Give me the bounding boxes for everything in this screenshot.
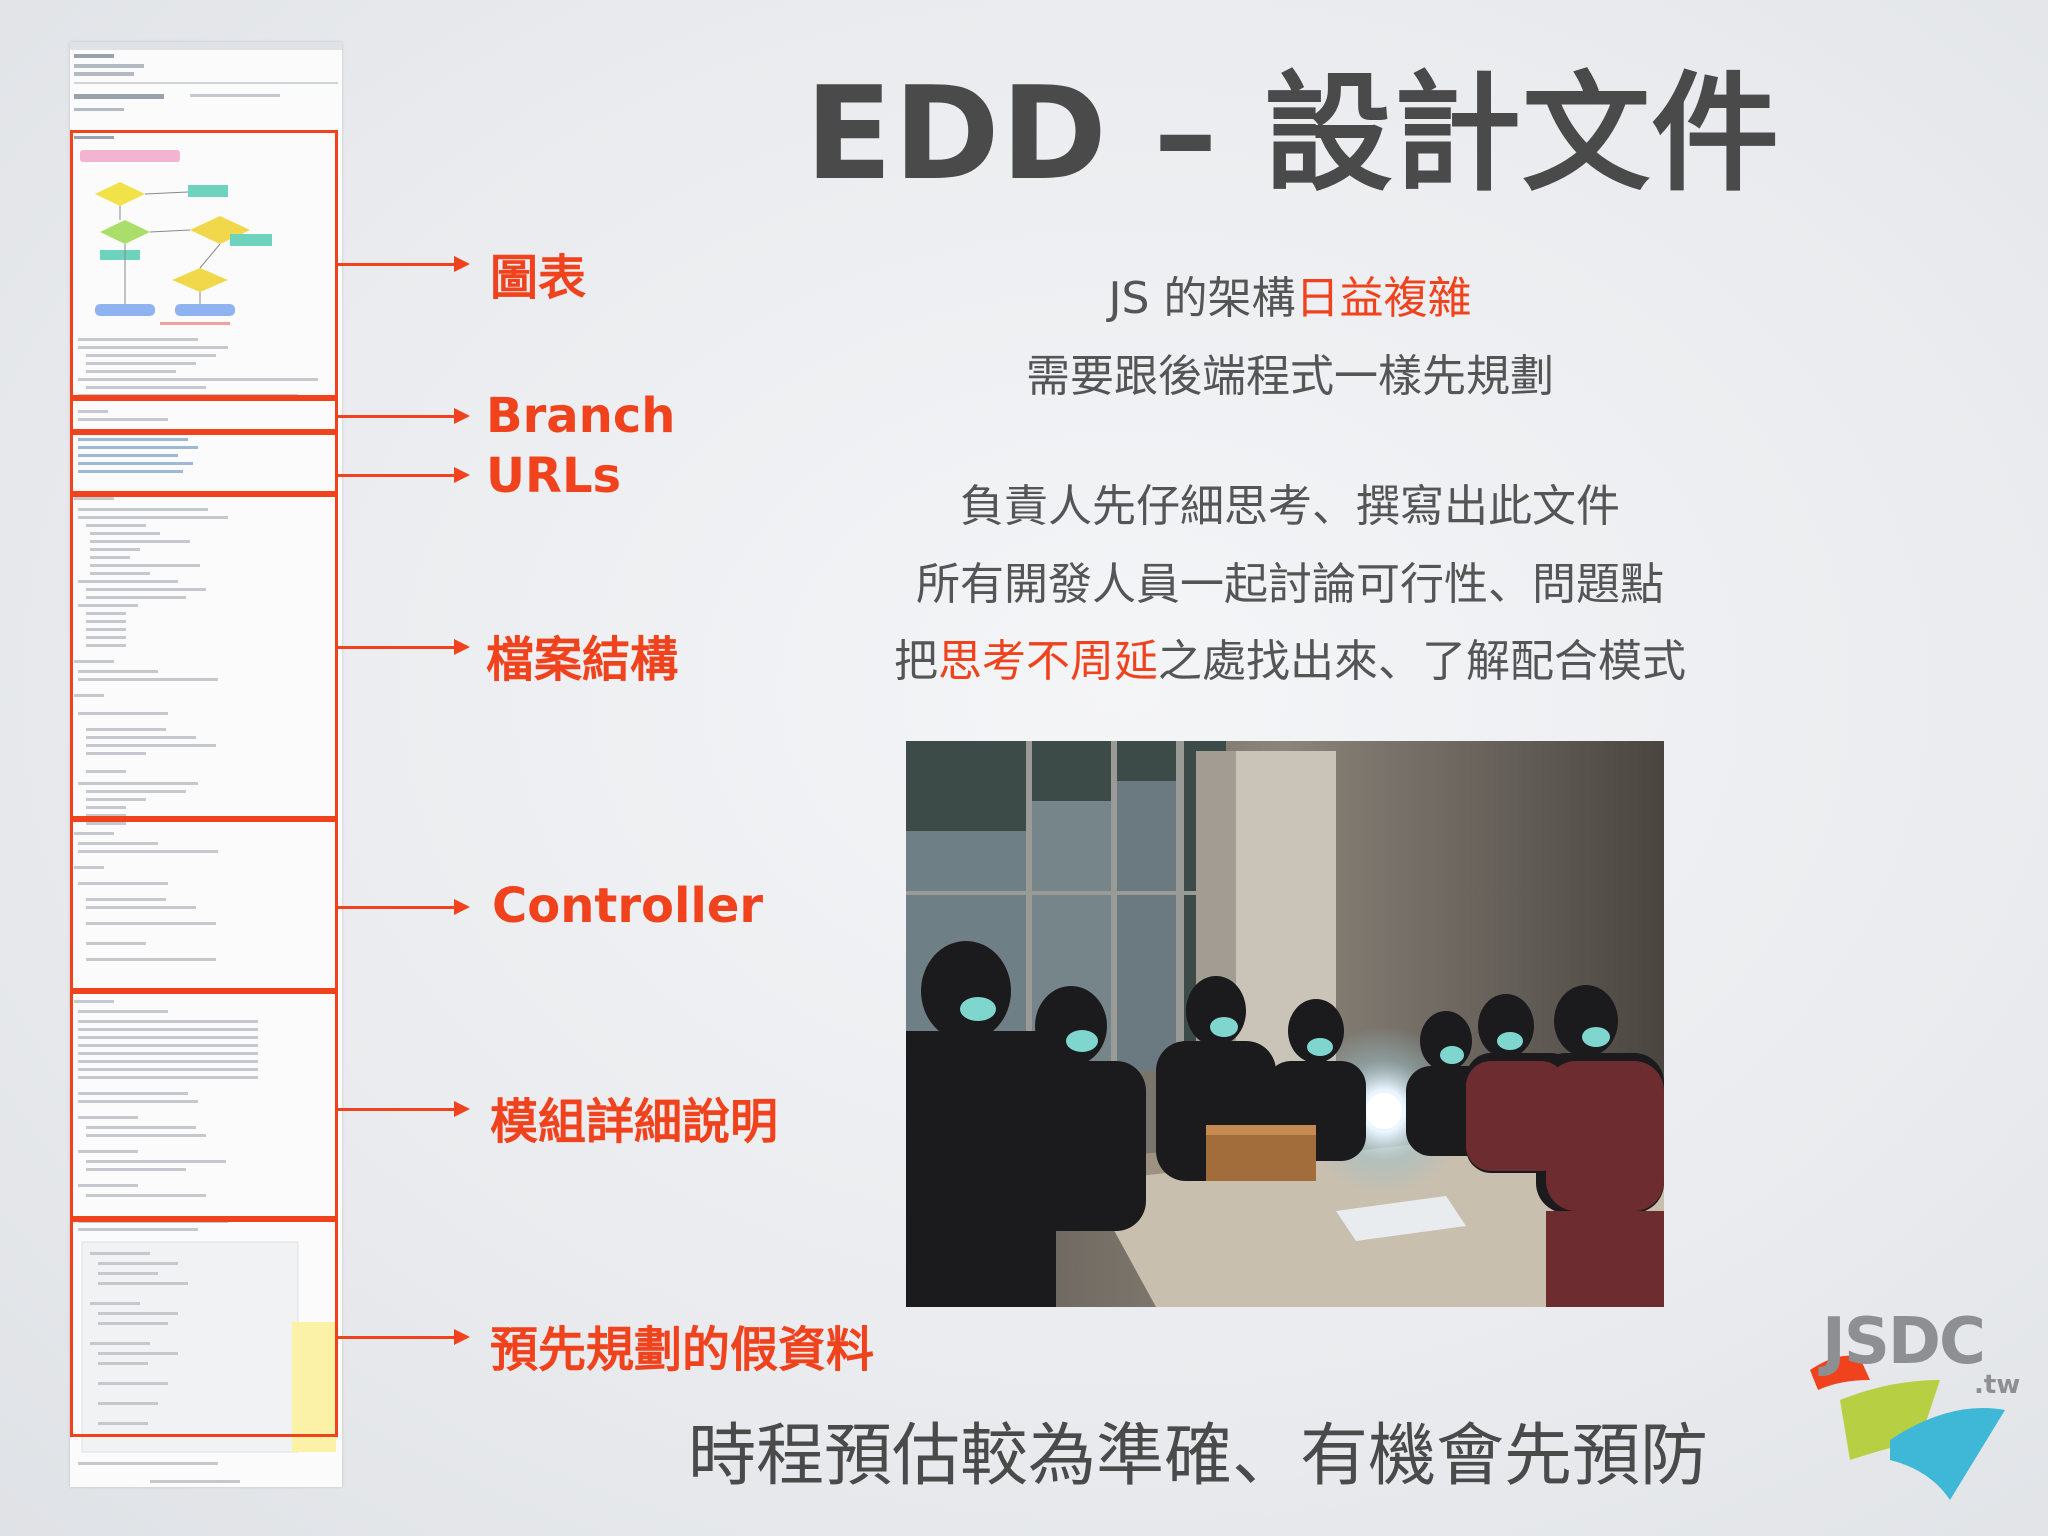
- label-controller: Controller: [492, 878, 764, 934]
- section-box-file-structure: [70, 494, 338, 819]
- arrow-controller: [338, 899, 470, 915]
- label-urls: URLs: [486, 448, 622, 504]
- section-box-diagram: [70, 130, 338, 398]
- body-line-2: 需要跟後端程式一樣先規劃: [1026, 351, 1554, 402]
- body-line-5-pre: 把: [894, 636, 938, 687]
- section-box-controller: [70, 819, 338, 991]
- section-box-branch: [70, 398, 338, 432]
- body-line-5-highlight: 思考不周延: [938, 636, 1158, 687]
- body-line-1-text: JS 的架構: [1108, 273, 1296, 324]
- label-branch: Branch: [486, 388, 676, 444]
- label-diagram: 圖表: [490, 250, 587, 306]
- arrow-file-structure: [338, 639, 470, 655]
- label-modules: 模組詳細說明: [490, 1094, 779, 1150]
- section-box-fake-data: [70, 1219, 338, 1437]
- body-line-5: 把思考不周延之處找出來、了解配合模式: [820, 625, 1760, 689]
- arrow-modules: [338, 1101, 470, 1117]
- document-thumbnail-content: [70, 42, 342, 1483]
- label-file-structure: 檔案結構: [486, 632, 679, 688]
- jsdc-logo-icon: [1810, 1355, 2005, 1500]
- body-line-4: 所有開發人員一起討論可行性、問題點: [916, 559, 1664, 610]
- meeting-photo: [906, 741, 1664, 1307]
- logo-text: JSDC: [1822, 1305, 1986, 1379]
- arrow-branch: [338, 408, 470, 424]
- meeting-photo-scene: [906, 741, 1664, 1307]
- body-line-1: JS 的架構日益複雜: [820, 262, 1760, 326]
- body-line-1-highlight: 日益複雜: [1295, 273, 1472, 324]
- section-box-modules: [70, 991, 338, 1219]
- slide-title: EDD – 設計文件: [805, 60, 1781, 209]
- arrow-fake-data: [338, 1329, 470, 1345]
- footer-text: 時程預估較為準確、有機會先預防: [688, 1417, 1709, 1496]
- section-box-urls: [70, 432, 338, 494]
- body-line-3: 負責人先仔細思考、撰寫出此文件: [960, 481, 1620, 532]
- body-line-5-post: 之處找出來、了解配合模式: [1158, 636, 1686, 687]
- arrow-diagram: [338, 256, 470, 272]
- logo-suffix: .tw: [1974, 1370, 2021, 1400]
- arrow-urls: [338, 467, 470, 483]
- document-thumbnail: [70, 42, 342, 1487]
- label-fake-data: 預先規劃的假資料: [490, 1322, 875, 1378]
